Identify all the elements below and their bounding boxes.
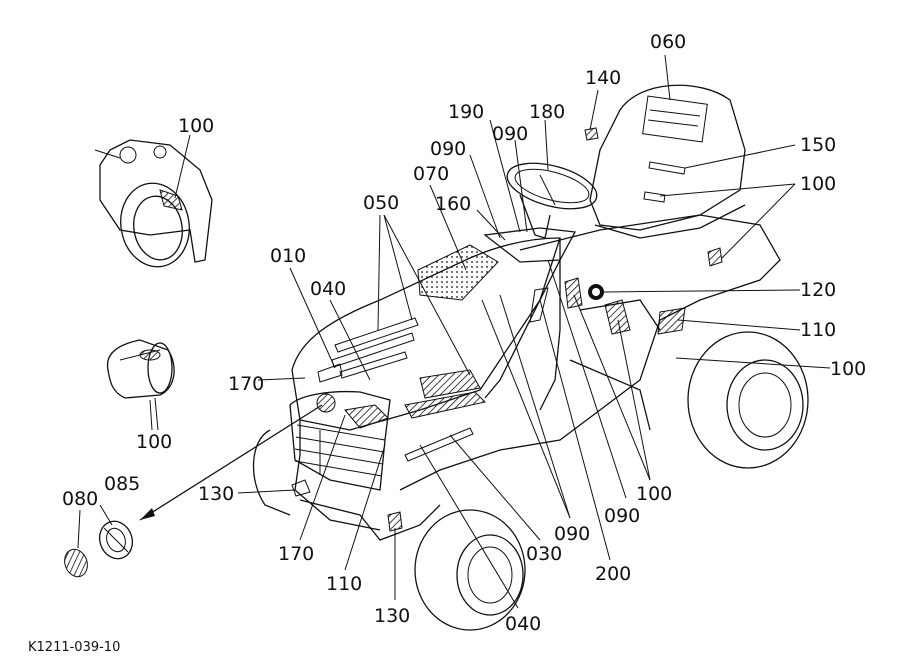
leader-lines: [77, 54, 831, 609]
callout-070: 070: [413, 163, 449, 185]
callout-090-top: 090: [492, 123, 528, 145]
callout-100-side: 100: [636, 483, 672, 505]
callout-090-lower: 090: [554, 523, 590, 545]
rear-wheel: [687, 331, 809, 469]
callout-100-starter: 100: [136, 431, 172, 453]
tractor-body: [252, 84, 809, 631]
callout-150: 150: [800, 134, 836, 156]
callout-040-hood: 040: [310, 278, 346, 300]
callout-170-lower: 170: [278, 543, 314, 565]
callout-040-wheel: 040: [505, 613, 541, 635]
callout-190: 190: [448, 101, 484, 123]
hood-lettering-decal: [317, 317, 419, 383]
callout-010: 010: [270, 245, 306, 267]
callout-120: 120: [800, 279, 836, 301]
figure-id: K1211-039-10: [28, 640, 121, 655]
engine-inset: [94, 139, 213, 268]
callout-130-lower: 130: [374, 605, 410, 627]
callout-110-front: 110: [326, 573, 362, 595]
front-wheel: [414, 509, 526, 631]
callout-100-seat: 100: [800, 173, 836, 195]
callout-labels: 060 140 190 180 090 090 070 160 050 010 …: [62, 31, 866, 635]
starter-inset: [106, 339, 175, 399]
callout-090-side: 090: [604, 505, 640, 527]
callout-110-fender: 110: [800, 319, 836, 341]
callout-100-engine: 100: [178, 115, 214, 137]
callout-130-front: 130: [198, 483, 234, 505]
callout-100-rear: 100: [830, 358, 866, 380]
callout-090-dash: 090: [430, 138, 466, 160]
callout-170-upper: 170: [228, 373, 264, 395]
callout-180: 180: [529, 101, 565, 123]
callout-160: 160: [435, 193, 471, 215]
callout-060: 060: [650, 31, 686, 53]
lamp-parts: [64, 520, 134, 578]
callout-200: 200: [595, 563, 631, 585]
callout-080: 080: [62, 488, 98, 510]
callout-085: 085: [104, 473, 140, 495]
callout-140: 140: [585, 67, 621, 89]
callout-050: 050: [363, 192, 399, 214]
callout-030: 030: [526, 543, 562, 565]
